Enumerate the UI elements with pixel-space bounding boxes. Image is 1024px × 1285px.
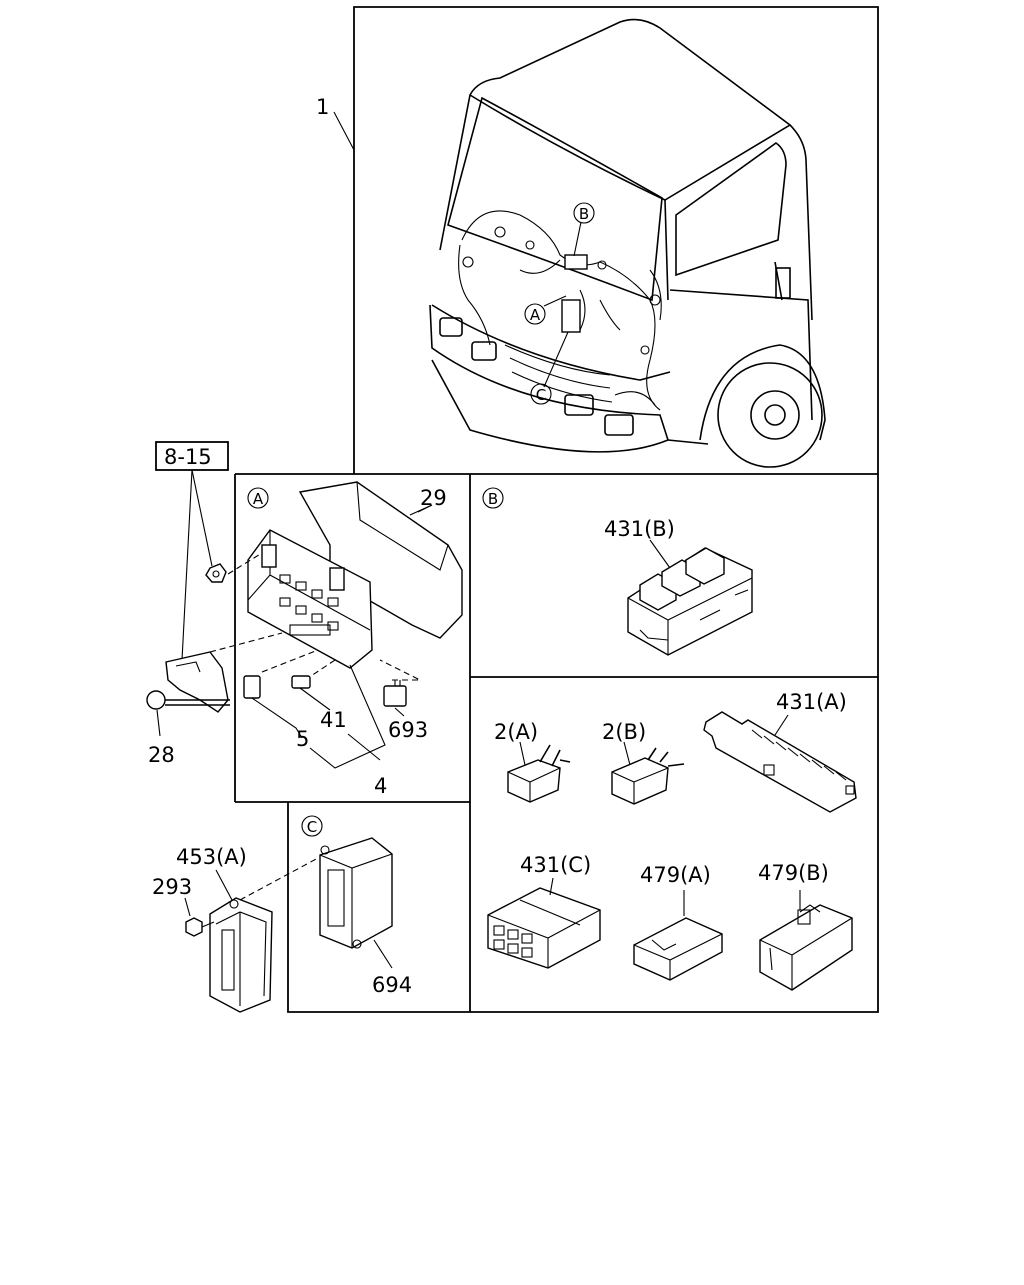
callout-4: 4 (374, 774, 387, 798)
callout-479b: 479(B) (758, 861, 829, 885)
callout-479a: 479(A) (640, 863, 711, 887)
callout-8-15: 8-15 (164, 445, 212, 469)
marker-a-panel-label: A (253, 490, 264, 508)
marker-a-panel (247, 487, 269, 509)
module-453a (184, 857, 319, 1013)
callout-29: 29 (420, 486, 447, 510)
callout-2a: 2(A) (494, 720, 538, 744)
connector-431a (703, 711, 857, 813)
callout-41: 41 (320, 708, 347, 732)
marker-a-truck-label: A (530, 306, 541, 324)
module-694 (319, 837, 393, 969)
marker-c-truck (530, 383, 552, 405)
fuse-block-assembly (209, 481, 463, 769)
callout-431b: 431(B) (604, 517, 675, 541)
callout-28: 28 (148, 743, 175, 767)
marker-b-truck (573, 202, 595, 224)
marker-b-panel (482, 487, 504, 509)
panel-frames (234, 6, 879, 1013)
bracket-bolt-parts (146, 441, 230, 737)
truck-cab-illustration (333, 18, 826, 468)
callout-5: 5 (296, 727, 309, 751)
callout-1: 1 (316, 95, 329, 119)
callout-labels: 1 8-15 28 29 41 5 4 693 431(B) 2(A) 2(B)… (148, 95, 847, 997)
marker-c-panel (301, 815, 323, 837)
callout-431c: 431(C) (520, 853, 591, 877)
marker-c-truck-label: C (536, 386, 546, 404)
marker-b-panel-label: B (488, 490, 498, 508)
marker-b-truck-label: B (579, 205, 589, 223)
callout-293: 293 (152, 875, 192, 899)
detail-markers: B A C A B C (247, 202, 595, 837)
callout-694: 694 (372, 973, 412, 997)
callout-693: 693 (388, 718, 428, 742)
fuses-2a-2b (507, 741, 685, 805)
marker-c-panel-label: C (307, 818, 317, 836)
connector-431b (627, 539, 753, 656)
connectors-431c-479a-479b (487, 877, 853, 991)
callout-431a: 431(A) (776, 690, 847, 714)
callout-2b: 2(B) (602, 720, 646, 744)
callout-453a: 453(A) (176, 845, 247, 869)
marker-a-truck (524, 303, 546, 325)
